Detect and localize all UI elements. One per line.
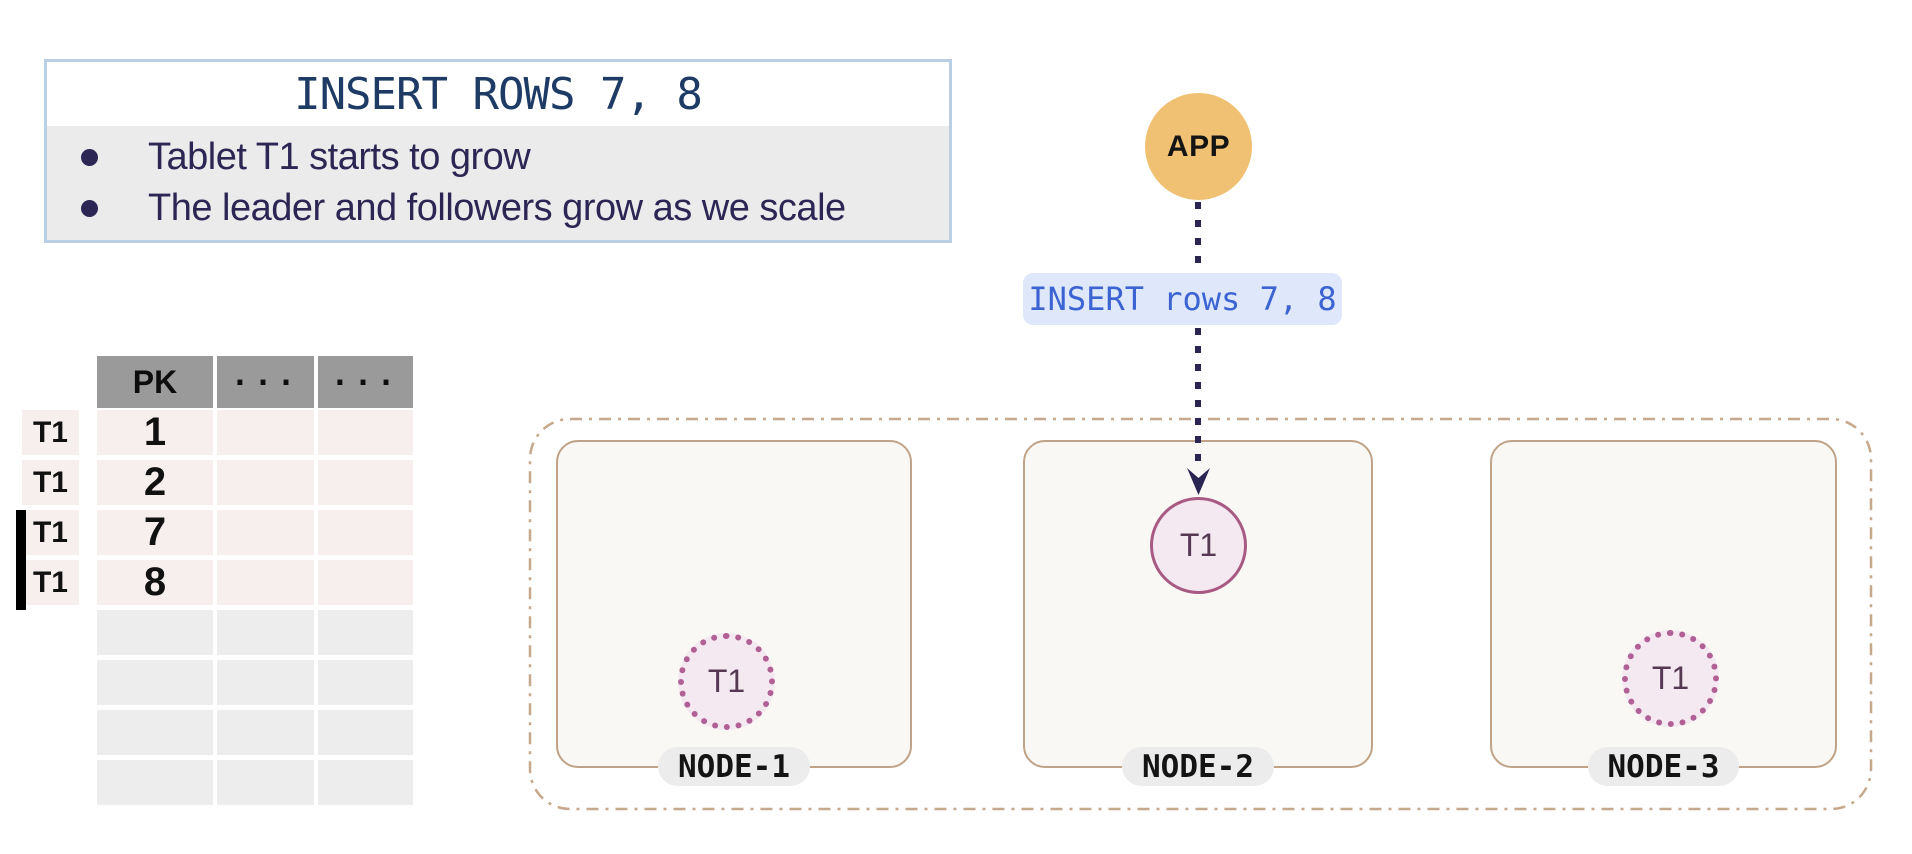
- arrow-head-icon: [1187, 468, 1210, 495]
- data-cell: [217, 760, 314, 805]
- tablet-row-label: T1: [16, 560, 79, 610]
- table-row: 2: [97, 460, 413, 505]
- bullet-text: Tablet T1 starts to grow: [148, 136, 531, 178]
- data-cell: [217, 660, 314, 705]
- data-cell: [318, 560, 413, 605]
- header-cell-ellipsis: ...: [217, 356, 314, 408]
- data-cell: [217, 710, 314, 755]
- info-box-bullet-list: Tablet T1 starts to grow The leader and …: [47, 126, 949, 240]
- tablet-t1-node-1: T1: [678, 633, 775, 730]
- table-row-empty: [97, 610, 413, 655]
- insert-arrow-line: [1195, 202, 1201, 468]
- data-cell: [318, 660, 413, 705]
- bullet-icon: [81, 200, 98, 217]
- data-cell: [318, 410, 413, 455]
- pk-cell: [97, 660, 213, 705]
- pk-cell: 7: [97, 510, 213, 555]
- data-cell: [318, 460, 413, 505]
- table-header-row: PK ... ...: [97, 356, 413, 408]
- tablet-row-label: T1: [22, 410, 79, 455]
- data-cell: [217, 560, 314, 605]
- table-body: 1 2 7 8: [97, 410, 413, 805]
- table-row: 7: [97, 510, 413, 555]
- node-2-box: NODE-2: [1023, 440, 1373, 786]
- tablet-t1-node-3: T1: [1622, 630, 1719, 727]
- header-cell-pk: PK: [97, 356, 213, 408]
- tablet-row-label: T1: [22, 460, 79, 505]
- data-cell: [217, 510, 314, 555]
- data-cell: [217, 410, 314, 455]
- data-cell: [318, 610, 413, 655]
- data-cell: [318, 510, 413, 555]
- pk-cell: [97, 710, 213, 755]
- app-circle: APP: [1145, 93, 1252, 200]
- table-row-empty: [97, 760, 413, 805]
- tablet-row-label: T1: [16, 510, 79, 560]
- table-row-empty: [97, 660, 413, 705]
- header-cell-ellipsis: ...: [318, 356, 413, 408]
- pk-cell: [97, 760, 213, 805]
- info-box-title: INSERT ROWS 7, 8: [294, 68, 703, 120]
- bullet-icon: [81, 149, 98, 166]
- app-label: APP: [1166, 129, 1231, 163]
- pk-cell: 8: [97, 560, 213, 605]
- pk-cell: [97, 610, 213, 655]
- pk-cell: 1: [97, 410, 213, 455]
- data-cell: [217, 460, 314, 505]
- table-row: 8: [97, 560, 413, 605]
- node-3-label: NODE-3: [1587, 747, 1740, 786]
- table-row-empty: [97, 710, 413, 755]
- table-row: 1: [97, 410, 413, 455]
- data-cell: [217, 610, 314, 655]
- node-1-label: NODE-1: [658, 747, 810, 786]
- data-cell: [318, 710, 413, 755]
- tablet-t1-node-2: T1: [1150, 497, 1247, 594]
- pk-table: PK ... ... 1 2 7 8: [97, 356, 413, 810]
- query-label: INSERT rows 7, 8: [1023, 273, 1342, 325]
- data-cell: [318, 760, 413, 805]
- node-2-label: NODE-2: [1122, 747, 1274, 786]
- bullet-item: The leader and followers grow as we scal…: [81, 187, 949, 230]
- bullet-item: Tablet T1 starts to grow: [81, 136, 949, 179]
- info-box: INSERT ROWS 7, 8 Tablet T1 starts to gro…: [44, 59, 952, 243]
- query-label-text: INSERT rows 7, 8: [1028, 280, 1337, 318]
- bullet-text: The leader and followers grow as we scal…: [148, 187, 846, 229]
- pk-cell: 2: [97, 460, 213, 505]
